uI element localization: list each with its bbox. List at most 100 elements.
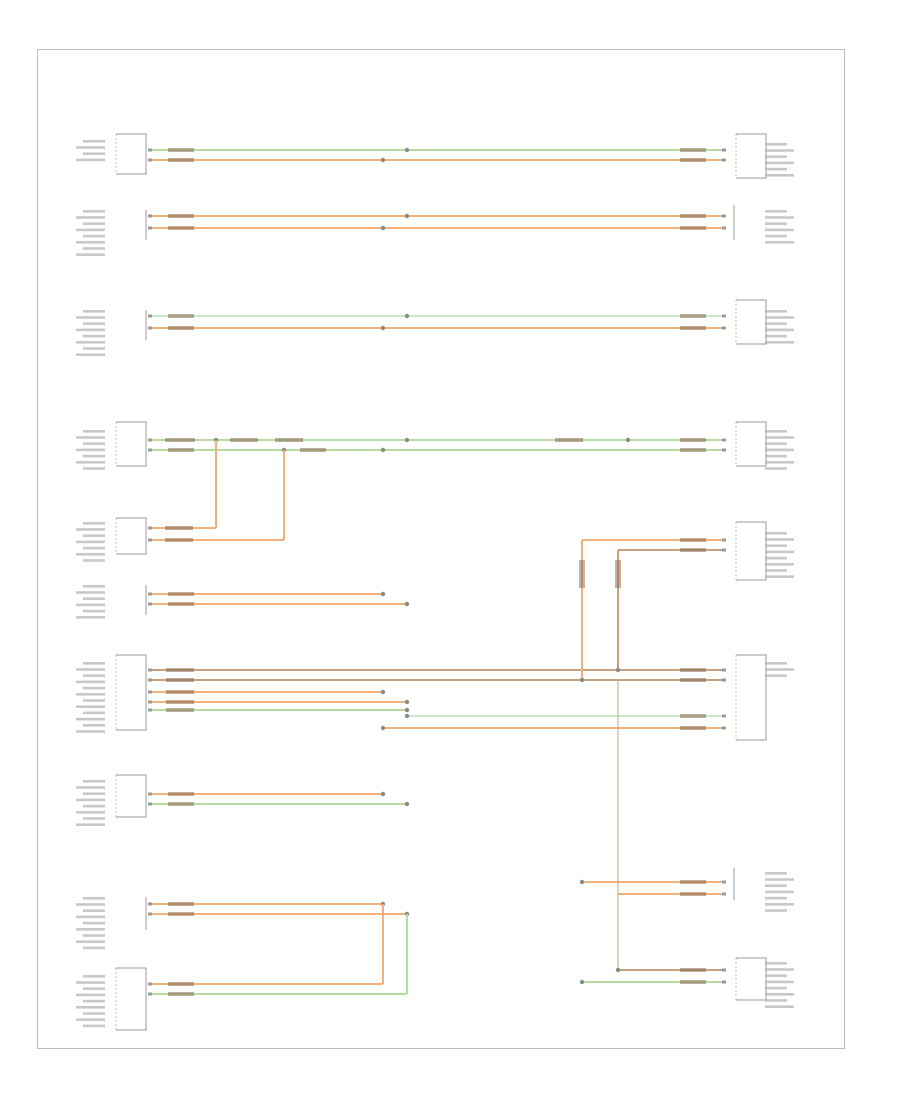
- component-label: [83, 322, 105, 325]
- wire-label: [680, 314, 706, 318]
- component-label: [83, 724, 105, 727]
- pin-mark: [148, 314, 152, 318]
- component-label: [765, 454, 787, 458]
- component-label: [83, 909, 105, 912]
- pin-mark: [148, 902, 152, 906]
- component-label: [765, 436, 794, 439]
- wire-label: [165, 538, 193, 542]
- component-label: [83, 921, 105, 925]
- component-label: [765, 556, 787, 560]
- component-label: [765, 890, 794, 894]
- pin-mark: [148, 526, 152, 530]
- component-label: [83, 310, 105, 313]
- pin-mark: [722, 326, 726, 330]
- junction-dot: [615, 967, 621, 973]
- pin-mark: [148, 592, 152, 596]
- junction-dot: [380, 225, 386, 231]
- wire-label: [680, 538, 706, 542]
- component-label: [83, 711, 105, 715]
- component-label: [765, 884, 787, 887]
- component-label: [765, 550, 794, 554]
- wire-label: [165, 438, 195, 442]
- component-box: [736, 421, 767, 467]
- component-label: [765, 310, 787, 313]
- component-label: [76, 705, 105, 708]
- component-label: [76, 146, 105, 149]
- pin-mark: [722, 678, 726, 682]
- pin-mark: [148, 678, 152, 682]
- component-label: [83, 609, 105, 613]
- pin-mark: [722, 148, 726, 152]
- wire-label: [680, 892, 706, 896]
- wire-label: [166, 700, 194, 704]
- component-label: [83, 210, 105, 213]
- wire-label: [680, 448, 706, 452]
- component-label: [765, 662, 787, 665]
- junction-dot: [380, 325, 386, 331]
- component-label: [83, 222, 105, 225]
- component-label: [83, 430, 105, 433]
- component-label: [765, 878, 794, 881]
- component-label: [76, 216, 105, 219]
- component-label: [76, 591, 105, 594]
- component-label: [76, 928, 105, 931]
- component-label: [83, 559, 105, 562]
- pin-mark: [722, 226, 726, 230]
- wire-label: [166, 678, 194, 682]
- component-label: [83, 817, 105, 820]
- junction-dot: [404, 213, 410, 219]
- component-label: [83, 699, 105, 702]
- component-box: [116, 133, 147, 175]
- component-label: [765, 430, 787, 433]
- pin-mark: [148, 214, 152, 218]
- component-label: [76, 341, 105, 344]
- component-label: [765, 174, 794, 177]
- wire-label: [579, 560, 585, 588]
- component-label: [765, 668, 794, 671]
- component-label: [76, 436, 105, 439]
- component-label: [76, 730, 105, 733]
- component-label: [76, 540, 105, 544]
- wire-label: [168, 792, 194, 796]
- component-label: [83, 792, 105, 795]
- pin-mark: [148, 668, 152, 672]
- wire-label: [168, 448, 194, 452]
- component-label: [76, 158, 105, 162]
- component-label: [83, 1012, 105, 1015]
- component-label: [83, 597, 105, 600]
- component-label: [83, 442, 105, 445]
- wire-label: [230, 438, 258, 442]
- wire-label: [680, 226, 706, 230]
- pin-mark: [148, 438, 152, 442]
- component-label: [765, 448, 794, 452]
- pin-mark: [148, 226, 152, 230]
- pin-mark: [148, 708, 152, 712]
- junction-dot: [579, 879, 585, 885]
- wire-label: [168, 982, 194, 986]
- component-label: [76, 461, 105, 464]
- component-label: [765, 149, 794, 152]
- component-box: [736, 133, 767, 179]
- pin-mark: [722, 538, 726, 542]
- pin-mark: [722, 448, 726, 452]
- junction-dot: [404, 437, 410, 443]
- junction-dot: [380, 157, 386, 163]
- component-label: [76, 915, 105, 919]
- junction-dot: [380, 689, 386, 695]
- component-label: [765, 228, 794, 232]
- junction-dot: [380, 447, 386, 453]
- component-label: [765, 544, 787, 547]
- component-label: [765, 968, 794, 971]
- component-label: [76, 680, 105, 684]
- component-label: [76, 228, 105, 232]
- component-box: [736, 299, 767, 345]
- pin-mark: [722, 968, 726, 972]
- component-label: [765, 216, 794, 219]
- component-label: [765, 903, 794, 906]
- component-label: [83, 546, 105, 550]
- component-label: [765, 341, 794, 344]
- junction-dot: [380, 591, 386, 597]
- pin-mark: [722, 314, 726, 318]
- pin-mark: [722, 980, 726, 984]
